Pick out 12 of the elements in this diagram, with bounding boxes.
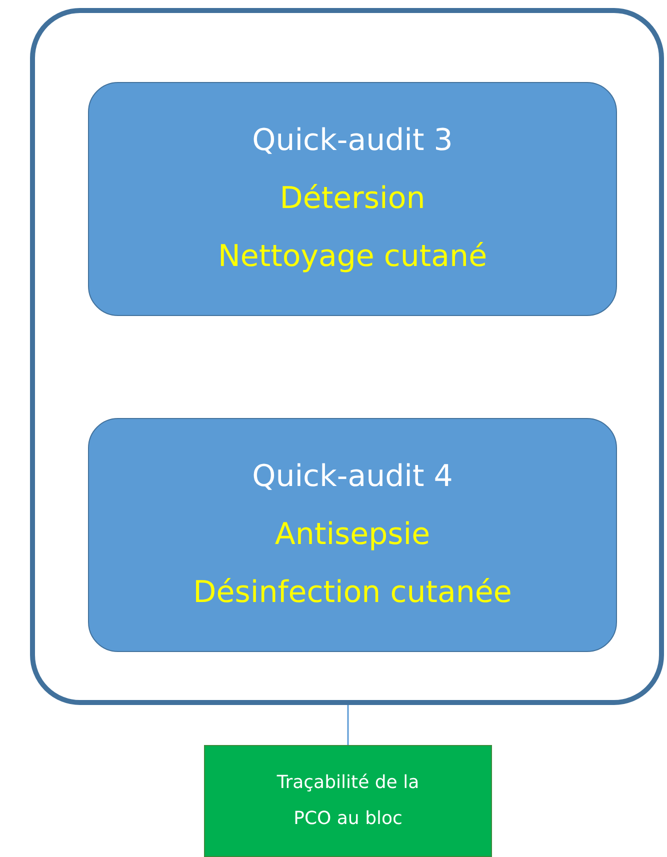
connector-line [347,705,349,745]
process-box [88,82,617,316]
box-text: Nettoyage cutané [218,238,488,276]
box-text: Désinfection cutanée [193,574,512,612]
box-text: Antisepsie [274,516,430,554]
container-box [30,8,664,705]
process-box [88,418,617,652]
box-title: Quick-audit 3 [252,122,453,160]
box-title: Quick-audit 4 [252,458,453,496]
box-text: Détersion [280,180,426,218]
output-box [204,745,492,857]
box-text: Traçabilité de la PCO au bloc [276,771,420,831]
